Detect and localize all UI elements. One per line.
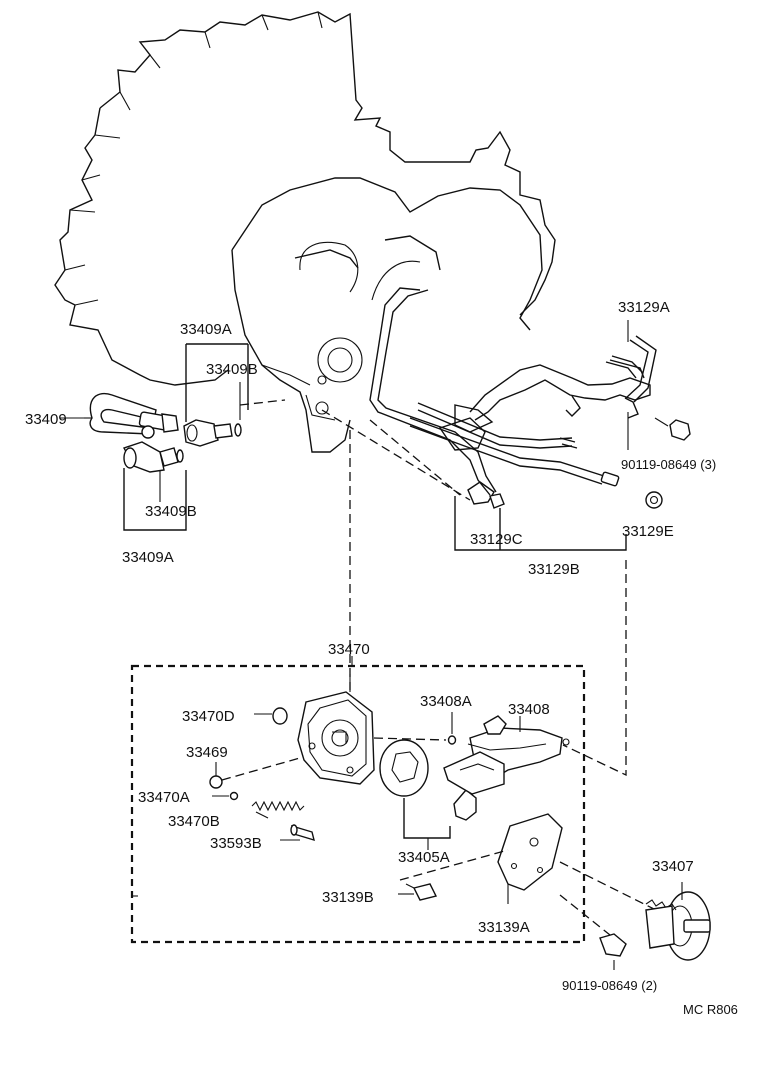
union-fittings-33409 [60, 392, 242, 473]
bell-housing-outline [231, 177, 543, 453]
label-33470D: 33470D [182, 708, 235, 725]
bracket-33409A-top [185, 343, 249, 422]
label-33469: 33469 [186, 744, 228, 761]
label-33405A: 33405A [398, 849, 450, 866]
ball-33470A [212, 791, 239, 801]
label-33129A: 33129A [618, 299, 670, 316]
tube-33129A [605, 320, 657, 419]
bolt-90119-3 [627, 412, 691, 450]
label-90119-2: 90119-08649 (2) [562, 978, 657, 993]
label-33129C: 33129C [470, 531, 523, 548]
transmission-case-outline [54, 11, 556, 386]
oil-cooler-tube-assembly [369, 287, 651, 505]
o-ring-33408A [447, 712, 457, 745]
bracket-33409A-bottom [123, 468, 187, 531]
label-33408A: 33408A [420, 693, 472, 710]
bracket-33129B [454, 496, 627, 551]
leader-dashes-case [239, 399, 471, 690]
leader-dash-cover [399, 849, 509, 881]
spring-33470B [251, 800, 305, 819]
label-33470A: 33470A [138, 789, 190, 806]
grommet-33129E [645, 491, 663, 509]
leader-dash-cover-2 [559, 861, 661, 913]
clip-33129C [489, 493, 505, 509]
pump-body-33470 [297, 674, 375, 785]
reference-code: MC R806 [683, 1002, 738, 1017]
label-33409A-bottom: 33409A [122, 549, 174, 566]
pump-group-box [130, 664, 586, 944]
plug-33469 [209, 762, 223, 789]
label-33408: 33408 [508, 701, 550, 718]
valve-33593B [280, 824, 315, 842]
label-33409B-bottom: 33409B [145, 503, 197, 520]
label-33129B: 33129B [528, 561, 580, 578]
label-33470: 33470 [328, 641, 370, 658]
leader-dash-bolt2 [559, 894, 611, 936]
bracket-33408 [443, 715, 570, 795]
bolt-90119-2 [599, 933, 627, 970]
bolt-33139B [398, 883, 438, 901]
part-labels: 33409A 33409B 33409 33409B 33409A 33129A… [25, 299, 738, 1017]
label-33409A-top: 33409A [180, 321, 232, 338]
label-33409: 33409 [25, 411, 67, 428]
leader-dash-pump-gears [373, 737, 447, 741]
leader-dash-plug [221, 757, 301, 781]
label-33129E: 33129E [622, 523, 674, 540]
label-33409B-top: 33409B [206, 361, 258, 378]
text-leaders [84, 417, 138, 897]
label-33593B: 33593B [210, 835, 262, 852]
cap-33470D [254, 707, 288, 725]
label-33139B: 33139B [322, 889, 374, 906]
label-33139A: 33139A [478, 919, 530, 936]
pump-gears-33405A [379, 739, 477, 850]
label-33470B: 33470B [168, 813, 220, 830]
driven-gear-33407 [645, 882, 711, 961]
label-90119-3: 90119-08649 (3) [621, 457, 716, 472]
label-33407: 33407 [652, 858, 694, 875]
leader-dash-33129B-pump [562, 560, 627, 777]
cover-33139A [497, 813, 563, 904]
